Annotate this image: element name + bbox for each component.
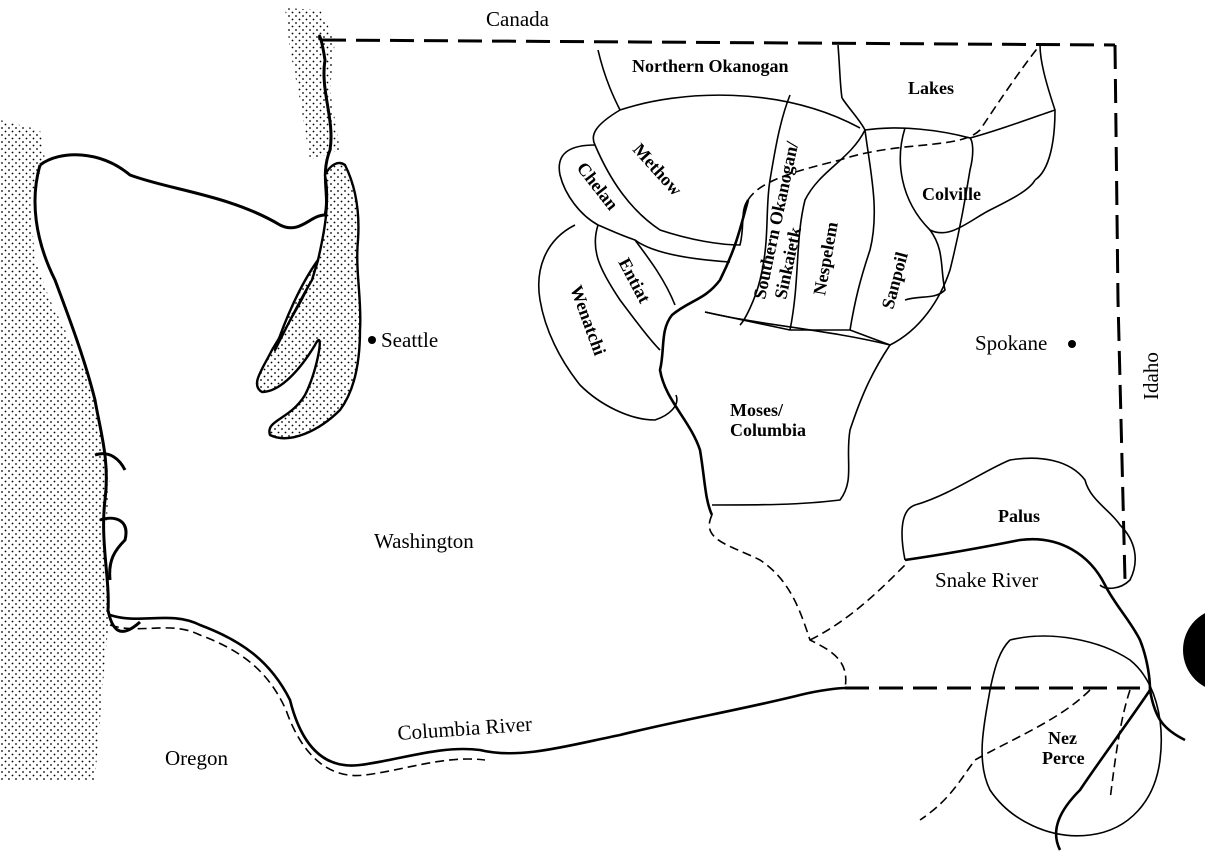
label-methow: Methow [629, 139, 686, 199]
colville-area [899, 127, 1036, 234]
label-lakes: Lakes [908, 78, 954, 98]
label-columbia-river: Columbia River [397, 712, 533, 745]
methow-area [592, 109, 749, 246]
label-chelan: Chelan [573, 158, 623, 214]
label-palus: Palus [998, 506, 1040, 526]
washington-coastline [33, 34, 333, 633]
pacific-ocean-stipple [0, 120, 110, 780]
columbia-river-dashed [109, 624, 486, 777]
spokane-dot [1068, 340, 1076, 348]
label-washington: Washington [374, 529, 474, 553]
label-canada: Canada [486, 7, 550, 31]
southern-okanogan-area [739, 94, 791, 326]
lakes-area [841, 97, 1056, 139]
seattle-dot [368, 336, 376, 344]
label-idaho: Idaho [1139, 352, 1163, 400]
label-seattle: Seattle [381, 328, 438, 352]
label-colville: Colville [922, 184, 981, 204]
canada-border [321, 38, 1116, 47]
label-spokane: Spokane [975, 331, 1047, 355]
sanpoil-bottom [704, 311, 891, 346]
snake-river-dashed [809, 564, 906, 641]
columbia-to-lakes [747, 44, 1041, 201]
puget-sound [255, 161, 362, 440]
label-columbia-area: Columbia [730, 420, 806, 440]
label-moses: Moses/ [730, 400, 784, 420]
label-sanpoil: Sanpoil [878, 250, 912, 311]
east-boundary [889, 137, 974, 346]
label-nez: Nez [1048, 728, 1077, 748]
northern-okanogan-area [597, 44, 861, 129]
edge-circle-mark [1183, 613, 1205, 687]
wenatchi-area [538, 224, 678, 421]
palus-area [901, 457, 1136, 590]
entiat-area [594, 224, 676, 351]
snake-south [1054, 689, 1186, 851]
label-nespelem: Nespelem [809, 220, 842, 296]
columbia-river [109, 613, 846, 767]
snake-river [904, 537, 1152, 691]
label-entiat: Entiat [614, 254, 654, 306]
label-snake-river: Snake River [935, 568, 1038, 592]
nez-perce-area [981, 635, 1163, 837]
hood-canal [273, 258, 320, 352]
sanpoil-area [849, 129, 946, 331]
colville-outer [1034, 44, 1056, 181]
nespelem-area [789, 129, 866, 331]
label-oregon: Oregon [165, 746, 228, 770]
label-perce: Perce [1042, 748, 1085, 768]
label-northern-okanogan: Northern Okanogan [632, 56, 789, 76]
upper-columbia-river [658, 199, 750, 516]
willapa-bay [94, 452, 128, 581]
label-wenatchi: Wenatchi [566, 283, 610, 358]
idaho-border [1113, 44, 1127, 581]
nez-perce-inner [919, 689, 1131, 821]
east-columbia [708, 514, 847, 689]
north-stipple [285, 8, 340, 160]
